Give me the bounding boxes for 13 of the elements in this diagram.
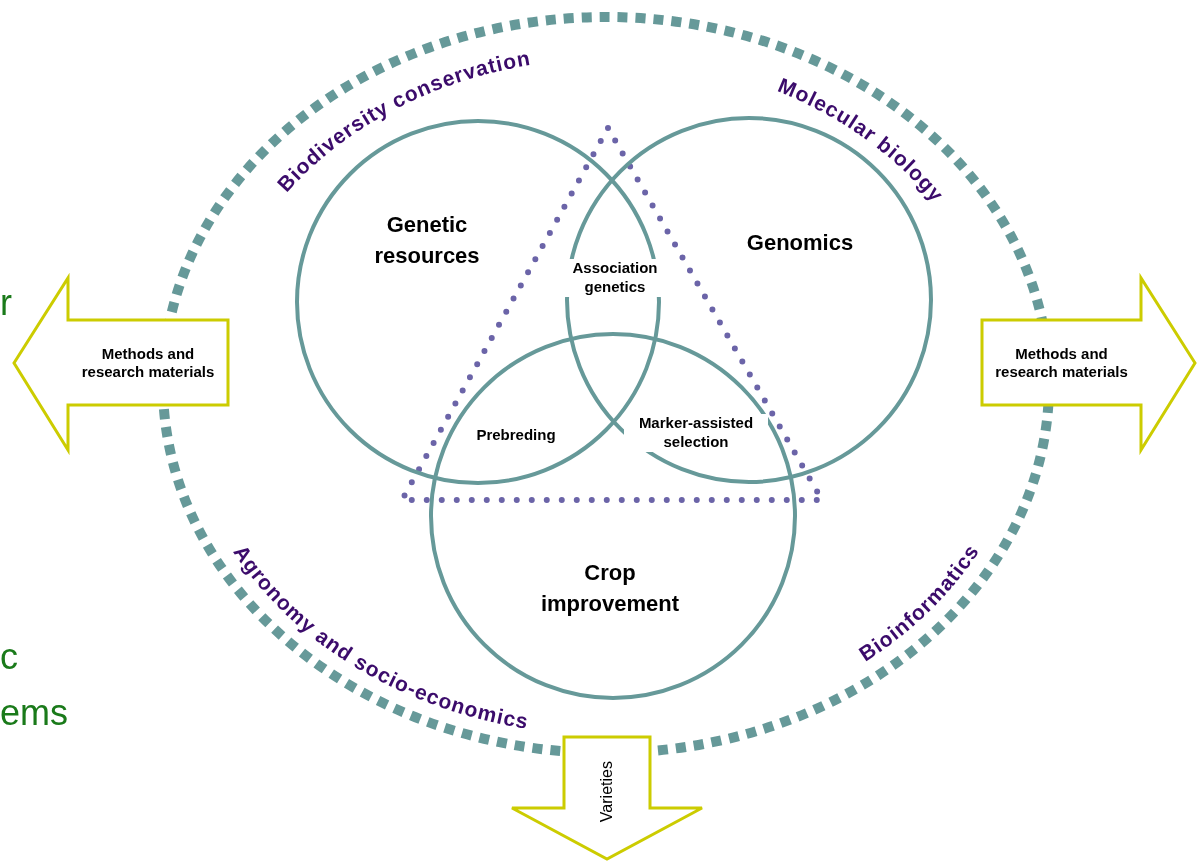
cut-off-text: r bbox=[0, 281, 12, 325]
cut-off-text: c bbox=[0, 635, 18, 679]
circle-label: Crop improvement bbox=[539, 559, 681, 618]
block-arrow bbox=[12, 276, 230, 452]
arrow-label: Methods and research materials bbox=[994, 344, 1129, 381]
arrow-label: Methods and research materials bbox=[80, 344, 216, 381]
arrow-label: Varieties bbox=[597, 761, 617, 823]
circle-label: Genomics bbox=[745, 229, 855, 257]
circle-label: Genetic resources bbox=[373, 211, 481, 270]
block-arrow bbox=[980, 276, 1197, 452]
overlap-label: Marker-assisted selection bbox=[624, 414, 768, 452]
cut-off-text: ems bbox=[0, 691, 68, 735]
block-arrow bbox=[510, 735, 704, 861]
